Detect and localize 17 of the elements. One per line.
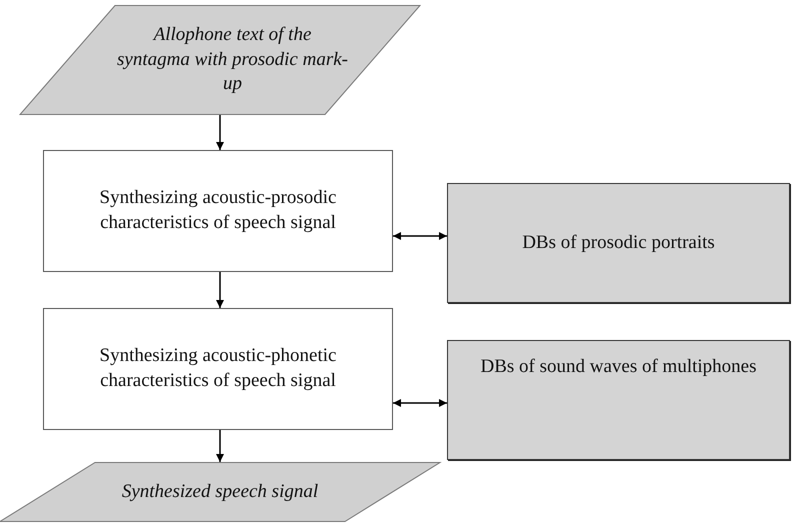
double-arrow	[393, 399, 447, 407]
arrow	[216, 272, 224, 308]
node-label: Synthesized speech signal	[122, 480, 318, 504]
node-label: Synthesizing acoustic-prosodic characteristics of speech signal	[98, 186, 338, 235]
process-box	[43, 308, 393, 430]
arrow	[216, 115, 224, 150]
node-label: DBs of sound waves of multiphones	[480, 355, 756, 379]
database-box	[447, 340, 790, 460]
node-label: Synthesizing acoustic-phonetic characteristics of speech signal	[98, 344, 338, 393]
node-label: Allophone text of the syntagma with prosodic mark-up	[116, 22, 349, 96]
data-parallelogram	[0, 462, 440, 522]
arrow	[216, 430, 224, 462]
double-arrow	[393, 232, 447, 240]
node-label: DBs of prosodic portraits	[522, 230, 715, 255]
process-box	[43, 150, 393, 272]
database-box	[447, 183, 790, 303]
data-parallelogram	[20, 5, 420, 115]
